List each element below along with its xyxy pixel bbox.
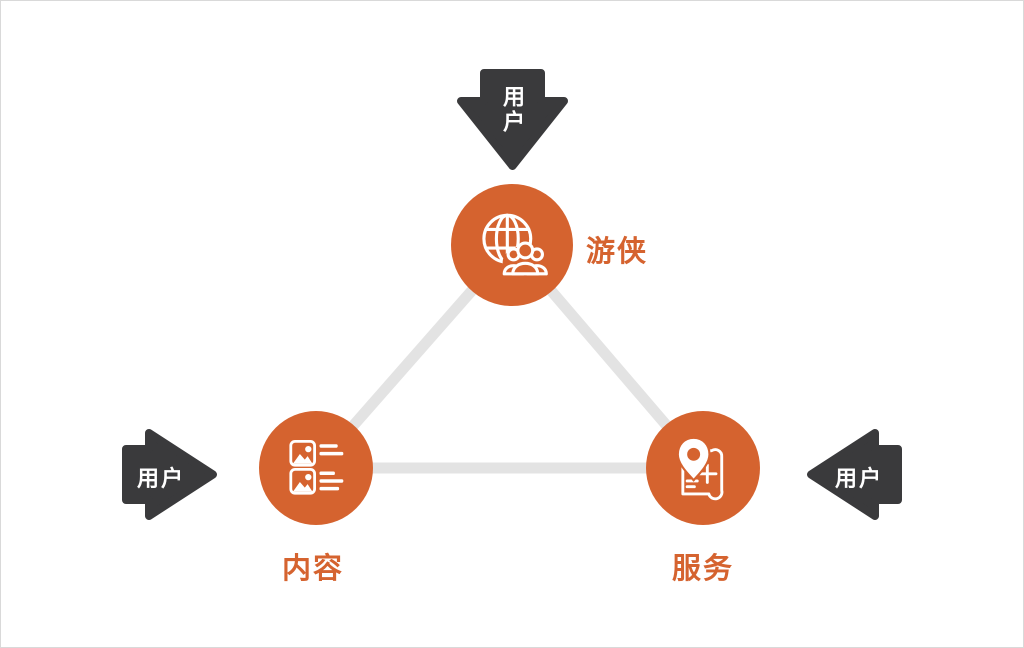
- user-arrow-left-label: 用户: [835, 467, 884, 492]
- node-neirong-circle: [259, 411, 373, 525]
- user-arrow-left: [807, 429, 902, 520]
- user-arrow-down-label: 用户: [499, 85, 524, 135]
- left-arrow-icon: [807, 429, 902, 520]
- globe-community-icon: [482, 213, 548, 279]
- right-arrow-icon: [122, 429, 217, 520]
- map-location-icon: [676, 436, 724, 501]
- node-fuwu-label: 服务: [671, 551, 734, 585]
- node-youxia-circle: [451, 184, 573, 306]
- user-arrow-right-label: 用户: [137, 467, 186, 492]
- node-fuwu-circle: [646, 411, 760, 525]
- user-arrow-down: [457, 69, 568, 170]
- user-arrow-right: [122, 429, 217, 520]
- node-neirong-label: 内容: [281, 551, 344, 585]
- down-arrow-icon: [457, 69, 568, 170]
- content-list-icon: [289, 440, 344, 495]
- node-youxia-label: 游侠: [586, 234, 649, 268]
